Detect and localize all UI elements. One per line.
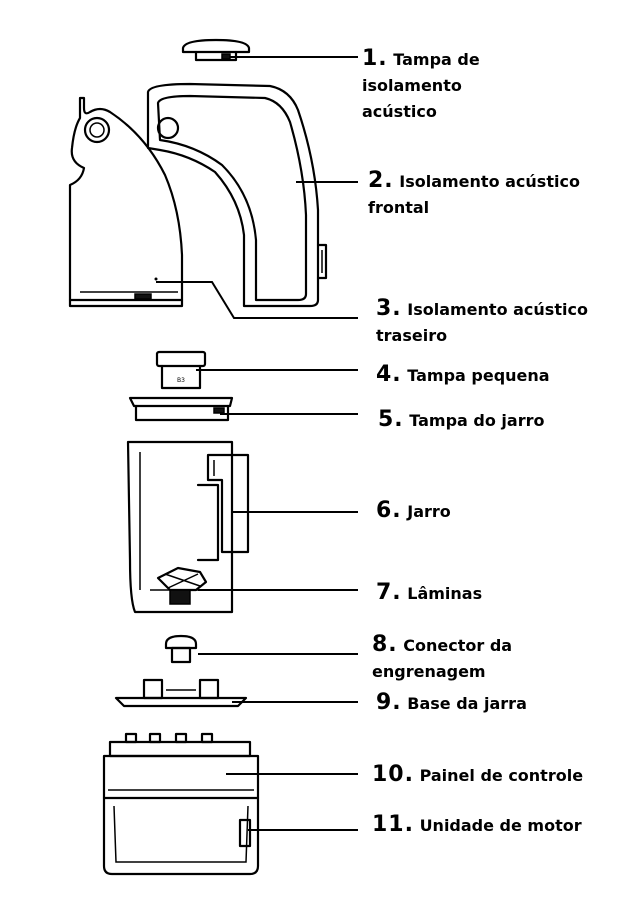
part-4-number: 4.	[376, 362, 402, 387]
part-11-number: 11.	[372, 812, 414, 837]
motor-unit-drawing	[102, 732, 260, 876]
label-part-5: 5. Tampa do jarro	[378, 407, 608, 434]
part-8-number: 8.	[372, 632, 398, 657]
part-7-number: 7.	[376, 580, 402, 605]
part-4-text: Tampa pequena	[407, 366, 550, 385]
part-6-number: 6.	[376, 498, 402, 523]
part-3-text: Isolamento acústico traseiro	[376, 300, 588, 345]
small-cap-drawing: B3	[155, 350, 207, 390]
part-9-number: 9.	[376, 690, 402, 715]
part-1-text: Tampa de isolamento acústico	[362, 50, 480, 121]
jar-lid-drawing	[128, 396, 234, 422]
jar-drawing	[126, 440, 250, 614]
gear-connector-drawing	[164, 634, 198, 664]
part-10-text: Painel de controle	[419, 766, 584, 785]
label-part-6: 6. Jarro	[376, 498, 576, 525]
label-part-11: 11. Unidade de motor	[372, 812, 622, 839]
leader-lines	[156, 56, 358, 831]
label-part-4: 4. Tampa pequena	[376, 362, 606, 389]
label-part-3: 3. Isolamento acústico traseiro	[376, 296, 596, 349]
label-part-10: 10. Painel de controle	[372, 762, 622, 789]
blades-drawing	[156, 566, 208, 605]
part-10-number: 10.	[372, 762, 414, 787]
leader-3	[156, 281, 358, 319]
label-part-9: 9. Base da jarra	[376, 690, 576, 717]
label-part-2: 2. Isolamento acústico frontal	[368, 168, 598, 221]
label-part-1: 1. Tampa de isolamento acústico	[362, 46, 512, 125]
front-enclosure-drawing	[146, 82, 328, 308]
part-5-number: 5.	[378, 407, 404, 432]
part-3-number: 3.	[376, 296, 402, 321]
part-11-text: Unidade de motor	[419, 816, 582, 835]
part-5-text: Tampa do jarro	[409, 411, 545, 430]
cap-marking: B3	[177, 377, 185, 384]
label-part-7: 7. Lâminas	[376, 580, 576, 607]
part-2-number: 2.	[368, 168, 394, 193]
rear-enclosure-drawing	[68, 96, 184, 308]
part-1-number: 1.	[362, 46, 388, 71]
part-2-text: Isolamento acústico frontal	[368, 172, 580, 217]
label-part-8: 8. Conector da engrenagem	[372, 632, 624, 685]
jar-base-drawing	[114, 678, 248, 708]
part-7-text: Lâminas	[407, 584, 483, 603]
part-8-text: Conector da engrenagem	[372, 636, 513, 681]
part-9-text: Base da jarra	[407, 694, 527, 713]
part-6-text: Jarro	[407, 502, 451, 521]
